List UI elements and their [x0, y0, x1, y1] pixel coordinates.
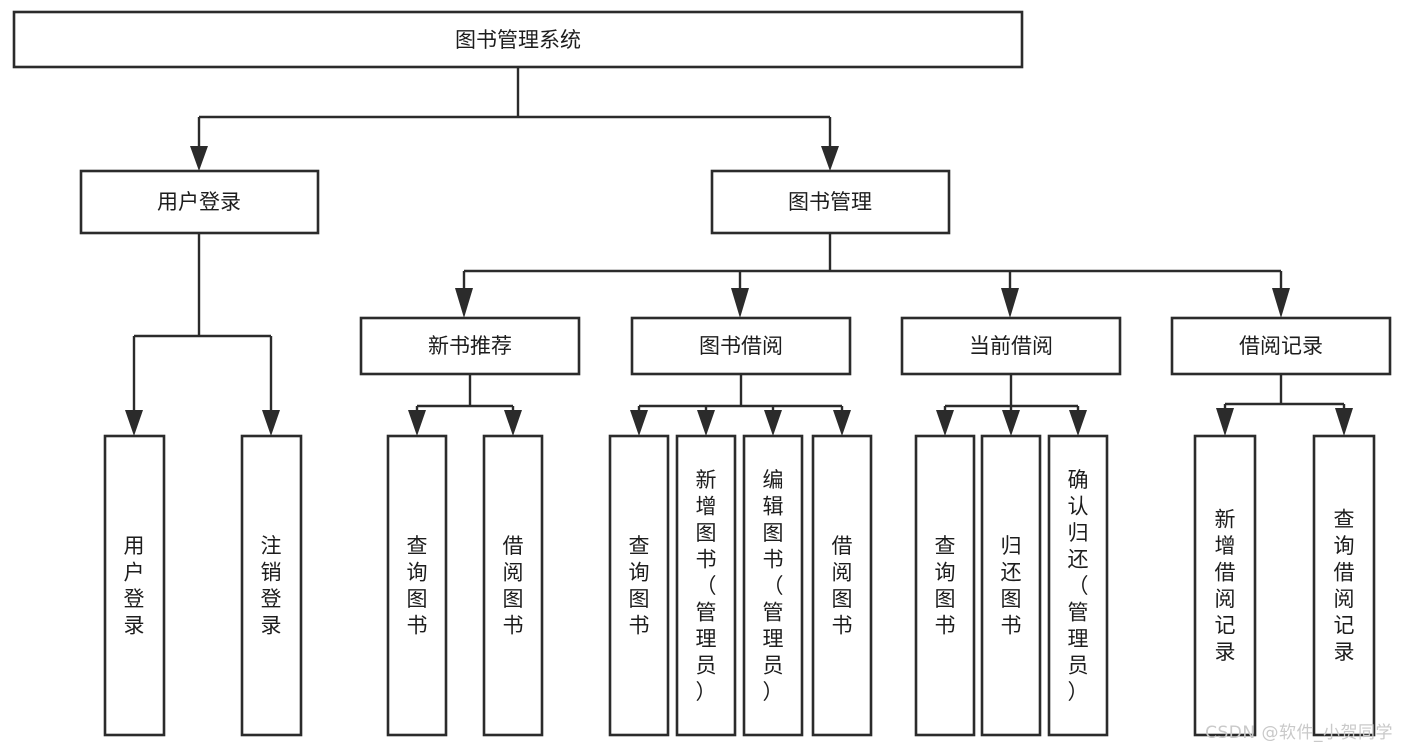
node-leaf-query-book-3-box[interactable]: [914, 434, 976, 737]
node-current-borrow-label: 当前借阅: [969, 334, 1053, 358]
arrowhead-to-current-borrow: [1001, 288, 1019, 318]
arrowhead-to-leaf-add-book: [697, 410, 715, 436]
node-leaf-add-record[interactable]: 新增借阅记录: [1193, 434, 1257, 737]
node-leaf-confirm-return-label: 确认归还（管理员）: [1068, 468, 1089, 704]
node-leaf-user-login[interactable]: 用户登录: [103, 434, 166, 737]
node-current-borrow-box[interactable]: [900, 316, 1122, 376]
node-leaf-query-book-3[interactable]: 查询图书: [914, 434, 976, 737]
node-leaf-query-book-1-box[interactable]: [386, 434, 448, 737]
node-leaf-query-book-2-label: 查询图书: [629, 534, 650, 638]
node-leaf-return-book-box[interactable]: [980, 434, 1042, 737]
node-leaf-logout-login-label: 注销登录: [261, 534, 282, 638]
edge-user-login-trunk: [132, 233, 273, 418]
node-leaf-query-record-label: 查询借阅记录: [1334, 508, 1355, 665]
node-leaf-borrow-book-2-label: 借阅图书: [832, 534, 853, 638]
node-book-borrow-box[interactable]: [630, 316, 852, 376]
edge-book-manage-trunk: [462, 233, 1283, 291]
arrowhead-to-new-book-recommend: [455, 288, 473, 318]
node-book-borrow[interactable]: 图书借阅: [630, 316, 852, 376]
edge-book-borrow-trunk: [637, 374, 844, 418]
node-leaf-add-record-box[interactable]: [1193, 434, 1257, 737]
node-leaf-confirm-return[interactable]: 确认归还（管理员）: [1047, 434, 1109, 737]
edge-root-trunk: [197, 67, 832, 155]
node-root-label: 图书管理系统: [455, 28, 581, 52]
node-user-login[interactable]: 用户登录: [79, 169, 320, 235]
node-borrow-record[interactable]: 借阅记录: [1170, 316, 1392, 376]
node-leaf-query-book-2-box[interactable]: [608, 434, 670, 737]
node-leaf-borrow-book-1-label: 借阅图书: [503, 534, 524, 638]
arrowhead-to-leaf-confirm-return: [1069, 410, 1087, 436]
node-leaf-query-book-1-label: 查询图书: [407, 534, 428, 638]
node-leaf-user-login-label: 用户登录: [124, 534, 145, 638]
arrowhead-to-leaf-borrow-book-1: [504, 410, 522, 436]
arrowhead-to-user-login: [190, 146, 208, 171]
node-leaf-query-record-box[interactable]: [1312, 434, 1376, 737]
node-leaf-return-book-label: 归还图书: [1001, 534, 1022, 638]
node-book-manage-box[interactable]: [710, 169, 951, 235]
arrowhead-to-leaf-query-book-2: [630, 410, 648, 436]
node-leaf-edit-book-label: 编辑图书（管理员）: [763, 468, 784, 704]
node-book-borrow-label: 图书借阅: [699, 334, 783, 358]
node-root[interactable]: 图书管理系统: [12, 10, 1024, 69]
node-new-book-recommend[interactable]: 新书推荐: [359, 316, 581, 376]
arrowhead-to-leaf-logout-login: [262, 410, 280, 436]
node-leaf-add-book[interactable]: 新增图书（管理员）: [675, 434, 737, 737]
node-leaf-edit-book-box[interactable]: [742, 434, 804, 737]
edges-layer: [125, 67, 1353, 436]
node-borrow-record-label: 借阅记录: [1239, 334, 1323, 358]
node-leaf-logout-login-box[interactable]: [240, 434, 303, 737]
arrowhead-to-leaf-edit-book: [764, 410, 782, 436]
node-leaf-borrow-book-2[interactable]: 借阅图书: [811, 434, 873, 737]
arrowhead-to-leaf-user-login: [125, 410, 143, 436]
arrowhead-to-book-borrow: [731, 288, 749, 318]
node-leaf-confirm-return-box[interactable]: [1047, 434, 1109, 737]
arrowhead-to-leaf-return-book: [1002, 410, 1020, 436]
node-leaf-add-record-label: 新增借阅记录: [1215, 508, 1236, 665]
node-leaf-add-book-label: 新增图书（管理员）: [696, 468, 717, 704]
arrowhead-to-leaf-query-book-3: [936, 410, 954, 436]
node-root-box[interactable]: [12, 10, 1024, 69]
nodes-layer: 图书管理系统 用户登录 图书管理 新书推荐 图书借阅: [12, 10, 1392, 737]
node-leaf-query-book-3-label: 查询图书: [935, 534, 956, 638]
node-borrow-record-box[interactable]: [1170, 316, 1392, 376]
node-leaf-logout-login[interactable]: 注销登录: [240, 434, 303, 737]
node-leaf-borrow-book-2-box[interactable]: [811, 434, 873, 737]
node-book-manage[interactable]: 图书管理: [710, 169, 951, 235]
arrowhead-to-leaf-add-record: [1216, 408, 1234, 436]
node-leaf-query-book-2[interactable]: 查询图书: [608, 434, 670, 737]
node-leaf-query-record[interactable]: 查询借阅记录: [1312, 434, 1376, 737]
node-leaf-edit-book[interactable]: 编辑图书（管理员）: [742, 434, 804, 737]
node-leaf-return-book[interactable]: 归还图书: [980, 434, 1042, 737]
arrowhead-to-leaf-query-book-1: [408, 410, 426, 436]
arrowhead-to-borrow-record: [1272, 288, 1290, 318]
edge-new-book-recommend-trunk: [415, 374, 515, 418]
node-new-book-recommend-label: 新书推荐: [428, 334, 512, 358]
node-book-manage-label: 图书管理: [788, 190, 872, 214]
arrowhead-to-book-manage: [821, 146, 839, 171]
arrowhead-to-leaf-query-record: [1335, 408, 1353, 436]
edge-borrow-record-trunk: [1223, 374, 1346, 418]
node-user-login-label: 用户登录: [157, 190, 241, 214]
node-leaf-borrow-book-1-box[interactable]: [482, 434, 544, 737]
node-leaf-query-book-1[interactable]: 查询图书: [386, 434, 448, 737]
node-current-borrow[interactable]: 当前借阅: [900, 316, 1122, 376]
arrowhead-to-leaf-borrow-book-2: [833, 410, 851, 436]
node-user-login-box[interactable]: [79, 169, 320, 235]
node-leaf-add-book-box[interactable]: [675, 434, 737, 737]
node-leaf-user-login-box[interactable]: [103, 434, 166, 737]
node-leaf-borrow-book-1[interactable]: 借阅图书: [482, 434, 544, 737]
node-new-book-recommend-box[interactable]: [359, 316, 581, 376]
